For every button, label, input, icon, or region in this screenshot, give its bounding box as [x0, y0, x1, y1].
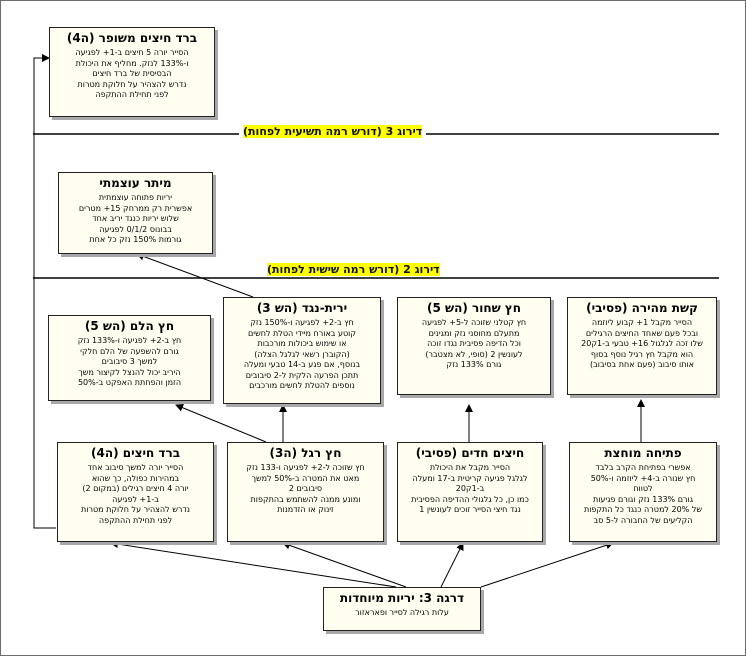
- skill-box-sharp-arrows[interactable]: חיצים חדים (פסיבי) הסייר מקבל את היכולת …: [397, 442, 543, 542]
- skill-box-quick-bow[interactable]: קשת מהירה (פסיבי) הסייר מקבל 1+ קבוע ליו…: [567, 297, 717, 395]
- skill-description: הסייר מקבל את היכולת לגלגל פגיעה קריטית …: [411, 463, 529, 514]
- skill-description: יריות פתוחה עוצמתית אפשרית רק ממרחק 15+ …: [78, 193, 193, 244]
- tier3-label-text: דירוג 3 (דורש רמה תשיעית לפחות): [243, 125, 423, 138]
- skill-box-barrage[interactable]: ברד חיצים (ה4) הסייר יורה למשך סיבוב אחד…: [57, 442, 214, 542]
- arrow-root-opening: [480, 541, 614, 588]
- skill-title: קשת מהירה (פסיבי): [586, 301, 698, 315]
- arrow-leg-brain: [175, 403, 267, 443]
- skill-box-black-arrow[interactable]: חץ שחור (הש 5) חץ קטלני שזוכה ל-5+ לפגיע…: [397, 297, 551, 395]
- skill-description: חץ שזוכה ל-2+ לפגיעה ו-133 נזק מאט את המ…: [246, 463, 365, 514]
- skill-description: הסייר מקבל 1+ קבוע ליוזמה ובכל פעם שאחד …: [581, 318, 703, 369]
- skill-description: אפשרי בפתיחת הקרב בלבד חץ שנורה ב-4+ ליו…: [583, 463, 703, 525]
- arrow-root-leg: [282, 541, 407, 588]
- skill-title: ברד חיצים משופר (ה4): [66, 31, 198, 45]
- skill-title: דרגה 3: יריות מיוחדות: [339, 591, 465, 605]
- skill-box-leg-arrow[interactable]: חץ רגל (ה3) חץ שזוכה ל-2+ לפגיעה ו-133 נ…: [227, 442, 384, 542]
- skill-description: חץ ב-2+ לפגיעה ו-133% נזק גורם להשפעה של…: [77, 336, 182, 387]
- arrow-root-barrage: [110, 540, 397, 588]
- skill-title: חץ הלם (הש 5): [84, 319, 175, 333]
- skill-description: עלות רגילה לסייר ופאראזור: [355, 608, 449, 617]
- skill-description: הסייר יורה למשך סיבוב אחד במהירות כפולה,…: [81, 463, 190, 525]
- skill-description: חץ קטלני שזוכה ל-5+ לפגיעה מתעלם מחוסני …: [421, 318, 527, 369]
- tier3-label: דירוג 3 (דורש רמה תשיעית לפחות): [239, 125, 427, 138]
- arrow-barrage-upgraded: [33, 54, 56, 529]
- skill-box-dominant-string[interactable]: מיתר עוצמתי יריות פתוחה עוצמתית אפשרית ר…: [58, 172, 213, 254]
- skill-title: ברד חיצים (ה4): [90, 446, 181, 460]
- skill-box-brain-arrow[interactable]: חץ הלם (הש 5) חץ ב-2+ לפגיעה ו-133% נזק …: [48, 315, 211, 401]
- arrow-counter-string: [136, 252, 254, 298]
- skill-box-counter-shot[interactable]: ירית-נגד (הש 3) חץ ב-2+ לפגיעה ו-150% נז…: [223, 297, 381, 404]
- skill-description: הסייר יורה 5 חיצים ב-1+ לפגיעה ו-133% לנ…: [75, 48, 189, 99]
- skill-box-barrage-upgraded[interactable]: ברד חיצים משופר (ה4) הסייר יורה 5 חיצים …: [49, 27, 215, 117]
- skill-title: חיצים חדים (פסיבי): [415, 446, 525, 460]
- skill-title: פתיחה מוחצת: [604, 446, 682, 460]
- tier2-label-text: דירוג 2 (דורש רמה שישית לפחות): [267, 263, 440, 276]
- skill-box-root[interactable]: דרגה 3: יריות מיוחדות עלות רגילה לסייר ו…: [323, 587, 481, 631]
- arrow-root-sharp: [440, 542, 464, 588]
- skill-title: חץ שחור (הש 5): [426, 301, 522, 315]
- skill-title: חץ רגל (ה3): [269, 446, 342, 460]
- skill-title: ירית-נגד (הש 3): [256, 301, 348, 315]
- skill-box-opening-shot[interactable]: פתיחה מוחצת אפשרי בפתיחת הקרב בלבד חץ שנ…: [569, 442, 717, 542]
- skill-description: חץ ב-2+ לפגיעה ו-150% נזק קוטע באורח מיי…: [243, 318, 361, 390]
- tier2-label: דירוג 2 (דורש רמה שישית לפחות): [263, 263, 444, 276]
- skill-title: מיתר עוצמתי: [99, 176, 172, 190]
